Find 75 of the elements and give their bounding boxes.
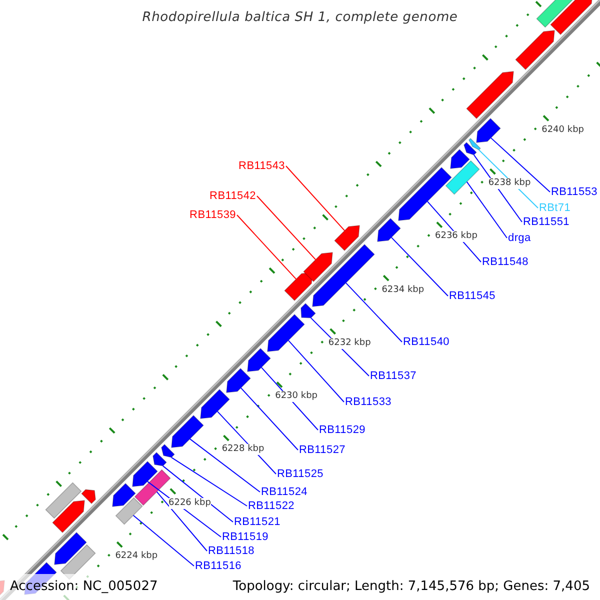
- gene-pentagon: [52, 500, 85, 534]
- leader-line: [390, 236, 448, 296]
- leader-line: [170, 456, 248, 506]
- gene-label: RB11519: [222, 530, 268, 544]
- gene-label: RB11543: [238, 159, 285, 173]
- gene-pentagon: [132, 460, 158, 487]
- leader-line: [132, 514, 194, 566]
- gene-label: RB11548: [482, 255, 528, 269]
- tick-label: 6232 kbp: [328, 338, 371, 349]
- gene-label: RB11533: [345, 395, 392, 409]
- leader-line: [286, 166, 346, 232]
- gene-block: [445, 160, 480, 195]
- gene-pentagon: [334, 225, 360, 252]
- gene-label: drga: [508, 231, 531, 245]
- gene-pentagon: [464, 142, 477, 156]
- gene-pentagon: [152, 452, 167, 466]
- gene-pentagon: [226, 368, 251, 393]
- gene-label: RB11516: [195, 559, 242, 573]
- gene-pentagon: [200, 388, 230, 419]
- tick-label: 6226 kbp: [168, 498, 211, 509]
- gene-block: [45, 482, 82, 519]
- gene-label: RB11522: [248, 499, 294, 513]
- gene-pentagon: [161, 444, 175, 458]
- gene-pentagon: [515, 30, 555, 70]
- gene-pentagon: [247, 348, 271, 372]
- gene-pentagon: [377, 218, 401, 242]
- tick-label: 6228 kbp: [222, 444, 264, 456]
- tick-label: 6238 kbp: [488, 178, 531, 189]
- tick-label: 6236 kbp: [435, 231, 478, 242]
- leader-line: [189, 438, 260, 492]
- gene-pentagon: [312, 244, 375, 307]
- gene-block: [134, 469, 171, 506]
- leader-line: [162, 465, 234, 522]
- genome-summary-text: Topology: circular; Length: 7,145,576 bp; Genes: 7,405: [232, 579, 590, 595]
- gene-label: RB11529: [319, 423, 366, 437]
- gene-pentagon: [468, 138, 481, 150]
- tick-label: 6234 kbp: [382, 284, 424, 296]
- gene-pentagon: [303, 252, 333, 282]
- leader-line: [240, 387, 298, 450]
- gene-pentagon: [398, 166, 452, 221]
- gene-pentagon: [450, 148, 470, 169]
- gene-label: RB11537: [370, 369, 416, 383]
- diagram-title: Rhodopirellula baltica SH 1, complete genome: [142, 10, 458, 26]
- leader-line: [236, 214, 297, 280]
- gene-label: RB11545: [449, 289, 496, 303]
- gene-label: RB11525: [277, 467, 324, 481]
- leader-line: [466, 181, 508, 238]
- gene-label: RB11527: [299, 443, 346, 457]
- accession-text: Accession: NC_005027: [10, 579, 158, 595]
- gene-pentagon: [54, 532, 87, 565]
- gene-label: RBt71: [539, 201, 571, 215]
- gene-pentagon: [171, 414, 204, 448]
- gene-label: RB11540: [403, 335, 450, 349]
- gene-label: RB11539: [190, 208, 236, 222]
- gene-pentagon: [112, 482, 136, 507]
- tick-label: 6224 kbp: [115, 551, 158, 562]
- leader-line: [256, 196, 316, 260]
- leader-line: [156, 491, 208, 552]
- leader-line: [345, 282, 402, 342]
- gene-block: [115, 497, 143, 525]
- leader-line: [288, 340, 344, 402]
- gene-label: RB11518: [208, 544, 254, 558]
- leader-line: [490, 137, 550, 192]
- tick-label: 6240 kbp: [542, 124, 584, 136]
- gene-pentagon: [300, 302, 316, 318]
- gene-pentagon: [267, 314, 305, 352]
- gene-pentagon: [476, 118, 501, 143]
- gene-label: RB11551: [523, 215, 570, 229]
- gene-pentagon: [466, 71, 514, 120]
- tick-label: 6230 kbp: [275, 391, 318, 402]
- gene-label: RB11542: [210, 189, 256, 203]
- gene-pentagon: [550, 0, 593, 36]
- gene-label: RB11553: [551, 185, 598, 199]
- gene-label: RB11524: [261, 485, 308, 499]
- gene-label: RB11521: [234, 515, 280, 529]
